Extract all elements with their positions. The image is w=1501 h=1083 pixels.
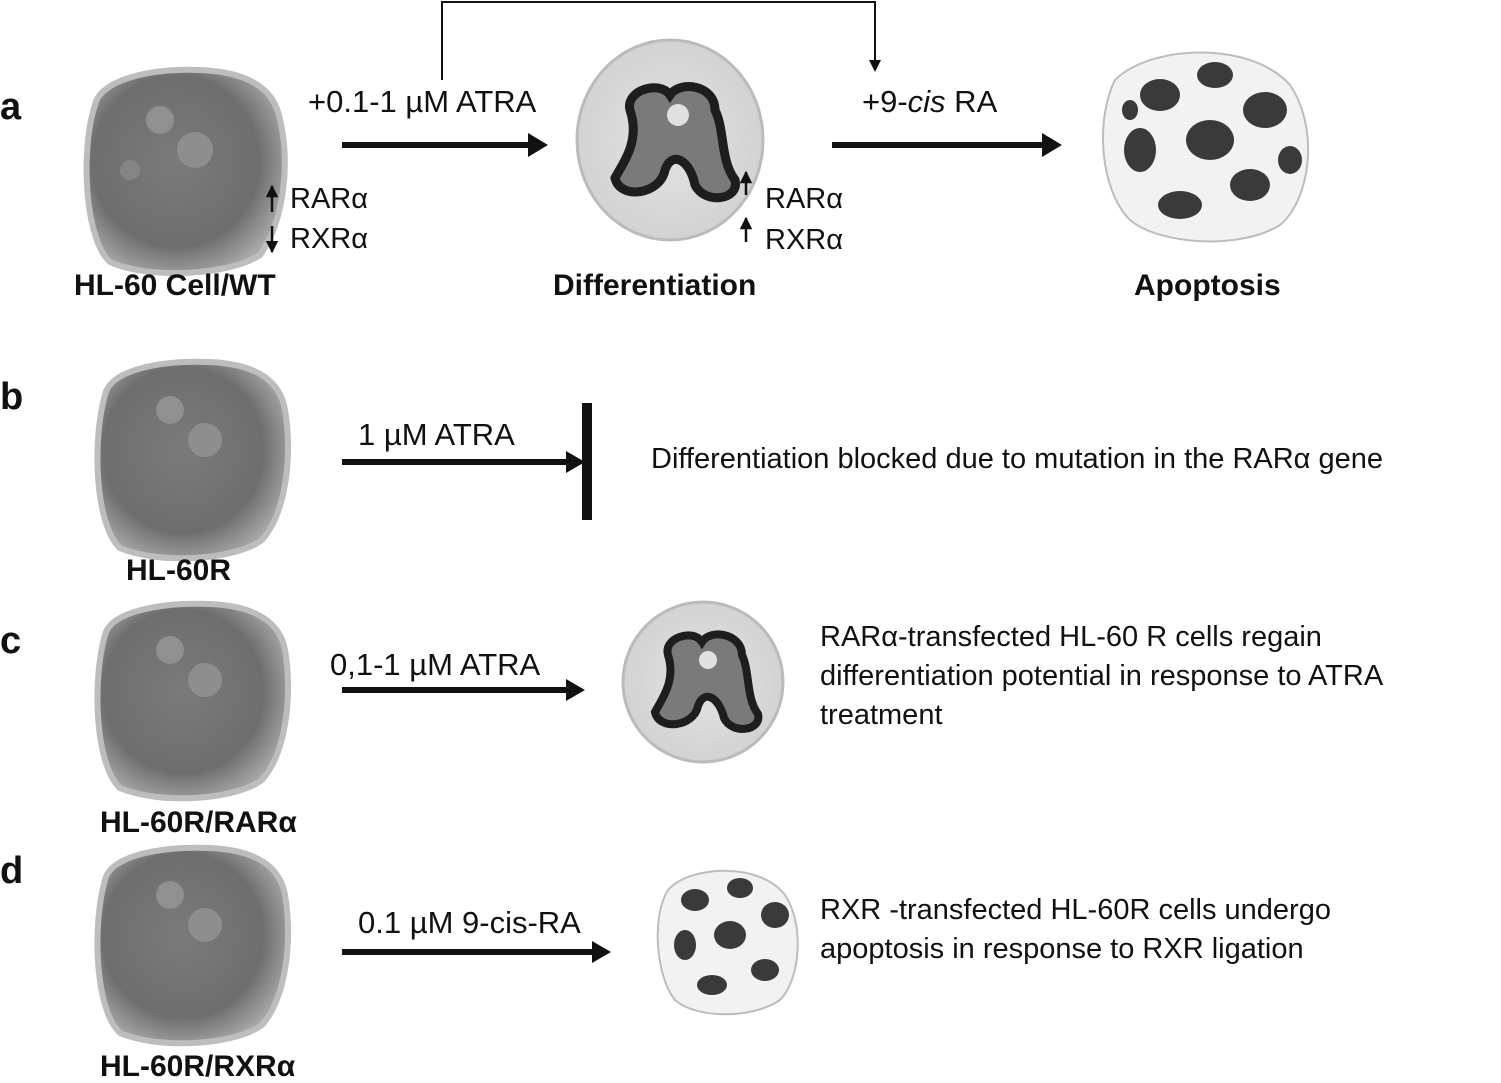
- arrow-b-label: 1 µM ATRA: [358, 417, 515, 452]
- panel-letter-c: c: [0, 620, 22, 662]
- arrow-a2-head: [1042, 133, 1062, 157]
- hl60r-rxr-label: HL-60R/RXRα: [100, 1050, 296, 1083]
- differentiated-cell-image: [575, 38, 765, 242]
- diff-receptor-rxr: RXRα: [765, 224, 843, 256]
- hl60r-label: HL-60R: [126, 554, 232, 587]
- wt-cell-label: HL-60 Cell/WT: [74, 269, 276, 302]
- panel-letter-a: a: [0, 86, 22, 128]
- arrow-a1-label: +0.1-1 µM ATRA: [308, 84, 537, 119]
- arrow-a2-label-prefix: +9-: [862, 84, 908, 119]
- diff-receptor-rar: RARα: [765, 183, 843, 215]
- bracket-connector-head: [869, 60, 881, 72]
- arrow-b-head: [566, 451, 585, 473]
- wt-receptor-rxr: RXRα: [290, 223, 368, 255]
- arrow-a2-label: +9-cis RA: [862, 86, 997, 117]
- panel-d-description: RXR -transfected HL-60R cells undergo ap…: [820, 894, 1331, 965]
- hl60-wt-cell-image: [83, 66, 288, 277]
- arrow-a2-label-italic: cis: [907, 84, 946, 119]
- wt-receptor-rar: RARα: [290, 183, 368, 215]
- arrow-d-label: 0.1 µM 9-cis-RA: [358, 905, 581, 940]
- hl60r-rxr-cell-image: [94, 844, 292, 1047]
- arrow-a1-head: [528, 133, 548, 157]
- arrow-c-label: 0,1-1 µM ATRA: [330, 647, 541, 682]
- panel-letter-b: b: [0, 376, 24, 418]
- panel-c-description: RARα-transfected HL-60 R cells regain di…: [820, 621, 1382, 731]
- regained-differentiation-cell-image: [621, 600, 785, 764]
- apoptosis-label: Apoptosis: [1134, 269, 1281, 302]
- bracket-connector: [441, 1, 876, 80]
- apoptotic-cell-image: [1102, 51, 1310, 243]
- differentiation-label: Differentiation: [553, 269, 757, 302]
- hl60r-rar-label: HL-60R/RARα: [100, 806, 297, 839]
- arrow-d-head: [592, 941, 611, 963]
- hl60r-cell-image: [94, 358, 292, 562]
- hl60r-rar-cell-image: [94, 600, 292, 802]
- apoptotic-cell-small-image: [656, 869, 799, 1016]
- arrow-a2-label-suffix: RA: [945, 84, 998, 119]
- panel-letter-d: d: [0, 850, 24, 892]
- panel-b-description: Differentiation blocked due to mutation …: [651, 443, 1384, 475]
- arrow-c-head: [566, 679, 585, 701]
